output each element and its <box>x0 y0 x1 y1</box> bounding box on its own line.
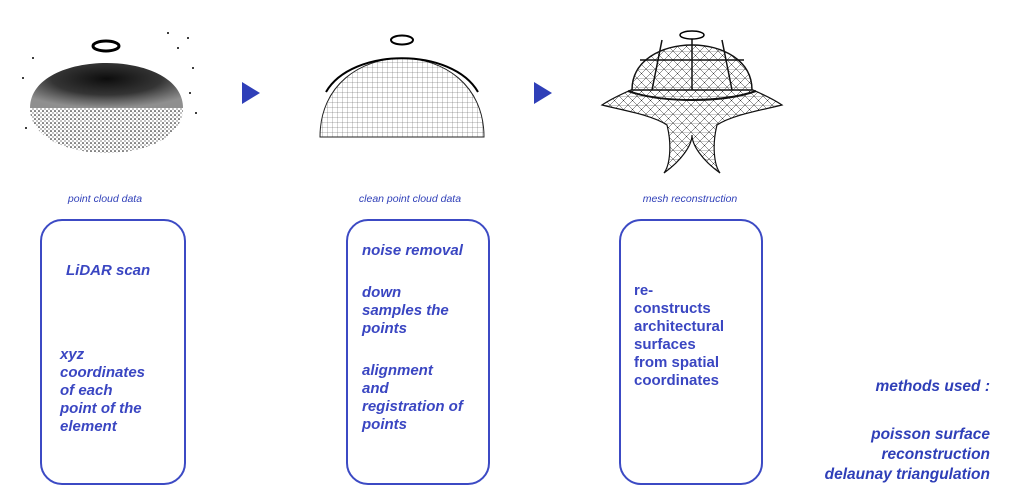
box-text: samples the <box>362 302 449 319</box>
box-text: coordinates <box>634 372 720 389</box>
method-item: reconstruction <box>881 446 990 463</box>
box-text: LiDAR scan <box>66 262 151 279</box>
box-text: re- <box>634 282 654 299</box>
box-text: from spatial <box>634 354 720 371</box>
box-text: of each <box>60 382 113 399</box>
stage-caption: point cloud data <box>67 193 143 205</box>
stage-description-box <box>619 219 763 485</box>
box-text: registration of <box>362 398 463 415</box>
box-text: coordinates <box>60 364 146 381</box>
box-text: points <box>362 416 407 433</box>
clean-point-cloud-dome-image <box>319 34 485 138</box>
stage-description-box <box>346 219 490 485</box>
box-text: alignment <box>362 362 433 379</box>
box-text: constructs <box>634 300 711 317</box>
method-item: delaunay triangulation <box>824 466 990 483</box>
point-cloud-dome-image <box>22 32 197 153</box>
box-text: xyz <box>60 346 85 363</box>
stage-caption: mesh reconstruction <box>642 193 738 205</box>
arrow-right-icon <box>534 82 552 104</box>
box-text: surfaces <box>634 336 696 353</box>
methods-heading: methods used : <box>875 378 990 395</box>
arrow-right-icon <box>242 82 260 104</box>
box-text: element <box>60 418 117 435</box>
mesh-dome-image <box>600 30 784 174</box>
stage-description-box <box>40 219 186 485</box>
box-text: architectural <box>634 318 725 335</box>
stage-caption: clean point cloud data <box>358 193 462 205</box>
box-text: noise removal <box>362 242 463 259</box>
box-text: point of the <box>60 400 142 417</box>
box-text: and <box>362 380 389 397</box>
box-text: down <box>362 284 402 301</box>
box-text: points <box>362 320 407 337</box>
method-item: poisson surface <box>871 426 990 443</box>
